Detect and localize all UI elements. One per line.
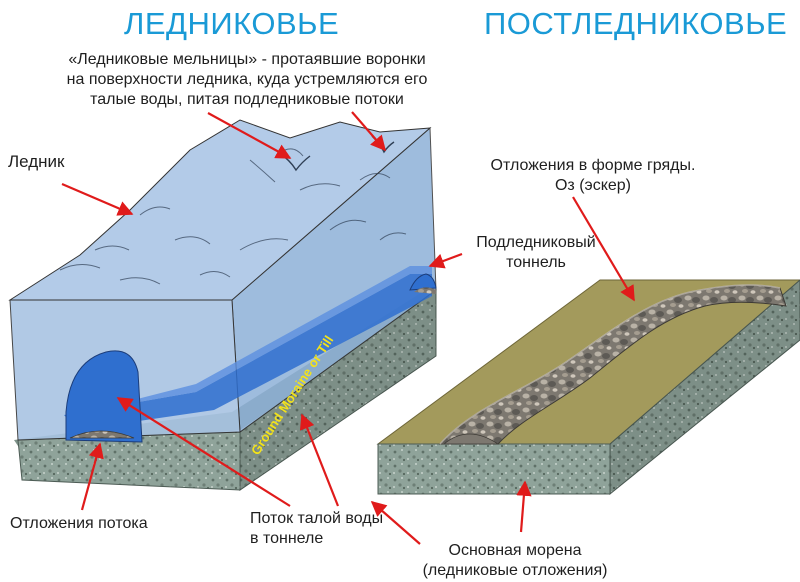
label-meltwater-line1: Поток талой воды [250,510,384,527]
arrow-moulin-left [207,112,292,159]
glacier-ice-top [8,119,432,301]
tunnel-front [65,350,143,443]
arrow-esker [572,196,635,302]
arrow-moraine-2 [516,480,532,533]
label-moulins-line1: «Ледниковые мельницы» - протаявшие ворон… [68,51,426,68]
right-till-side [609,279,800,496]
arrow-moulin-right [351,111,387,152]
label-esker-line2: Оз (эскер) [554,177,632,194]
subglacial-tunnel [64,266,437,443]
label-tunnel-line1: Подледниковый [476,234,596,251]
arrow-moraine-1 [370,500,421,545]
stream-deposit-front [69,430,135,439]
label-esker-line1: Отложения в форме гряды. [490,157,696,174]
esker-ridge [438,284,787,445]
label-moraine: Основная морена (ледниковые отложения) [412,541,618,581]
label-glacier: Ледник [8,152,65,171]
left-ground-block [14,286,437,491]
arrow-glacier [61,182,134,216]
arrow-stream-deposit [80,442,104,511]
label-meltwater-line2: в тоннеле [250,530,324,547]
right-till-front [377,443,611,495]
right-ground-block [376,279,800,496]
label-esker: Отложения в форме гряды. Оз (эскер) [470,156,716,196]
label-tunnel-line2: тоннель [506,254,566,271]
label-moulins-line2: на поверхности ледника, куда устремляютс… [66,71,428,88]
label-moulins: «Ледниковые мельницы» - протаявшие ворон… [34,50,460,110]
label-tunnel: Подледниковый тоннель [462,233,610,273]
arrow-tunnel [428,252,463,269]
esker-front-section [442,433,500,445]
label-moraine-line1: Основная морена [448,542,582,559]
label-moraine-line2: (ледниковые отложения) [422,562,608,579]
label-stream-deposits: Отложения потока [10,515,148,532]
tunnel-water-band [64,274,432,430]
label-meltwater: Поток талой воды в тоннеле [250,509,383,549]
arrow-meltwater-1 [116,397,291,507]
heading-glacial: ЛЕДНИКОВЬЕ [124,6,340,41]
label-moulins-line3: талые воды, питая подледниковые потоки [90,91,404,108]
heading-postglacial: ПОСТЛЕДНИКОВЬЕ [484,6,788,41]
arrow-meltwater-2 [299,413,340,507]
